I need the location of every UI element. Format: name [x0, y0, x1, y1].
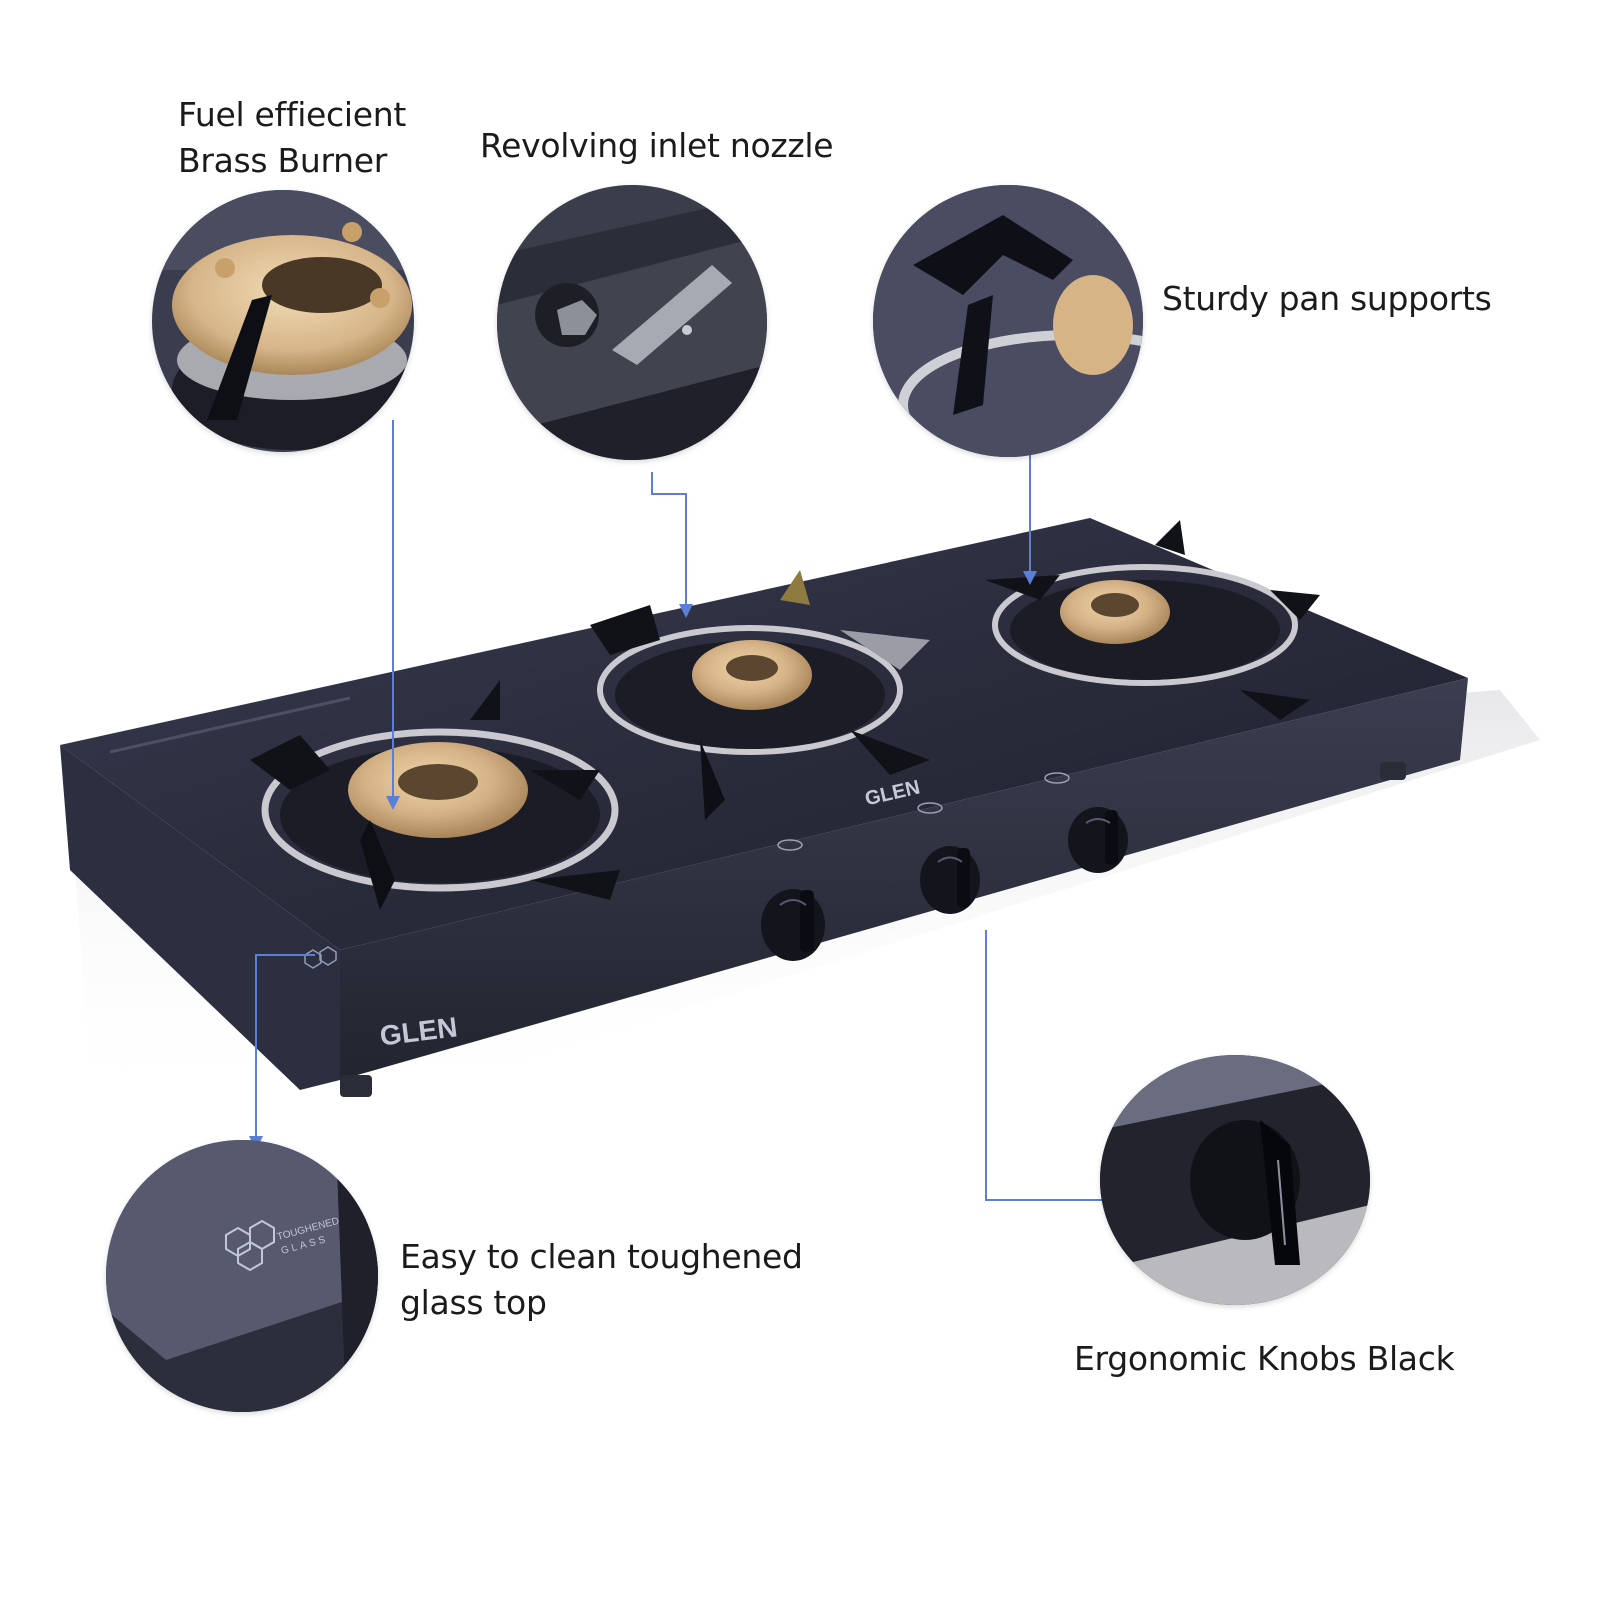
knob-right	[1068, 807, 1128, 873]
callout-lines	[255, 420, 1115, 1201]
feature-label-knobs: Ergonomic Knobs Black	[1074, 1336, 1455, 1382]
label-line: Easy to clean toughened	[400, 1237, 803, 1276]
detail-circle-toughened-glass: TOUGHENED GLASS	[106, 1140, 378, 1412]
burner-right	[985, 520, 1320, 720]
label-line: glass top	[400, 1283, 547, 1322]
detail-circle-brass-burner	[152, 190, 414, 452]
detail-circle-pan-supports	[873, 185, 1143, 457]
knob-left	[761, 889, 825, 961]
label-line: Ergonomic Knobs Black	[1074, 1339, 1455, 1378]
detail-circle-inlet-nozzle	[497, 185, 767, 460]
front-edge	[60, 745, 340, 1090]
label-line: Sturdy pan supports	[1162, 279, 1492, 318]
knob-middle	[920, 846, 980, 914]
feature-label-brass-burner: Fuel effiecient Brass Burner	[178, 92, 406, 184]
toughened-glass-badge	[304, 946, 337, 969]
burner-left	[250, 680, 620, 910]
label-line: Revolving inlet nozzle	[480, 126, 834, 165]
burner-middle	[590, 570, 930, 820]
detail-circle-knobs	[1100, 1055, 1370, 1305]
front-panel	[340, 678, 1468, 1080]
feature-label-pan-supports: Sturdy pan supports	[1162, 276, 1492, 322]
feature-label-inlet-nozzle: Revolving inlet nozzle	[480, 123, 834, 169]
label-line: Fuel effiecient	[178, 95, 407, 134]
label-line: Brass Burner	[178, 141, 388, 180]
feature-label-toughened-glass: Easy to clean toughened glass top	[400, 1234, 803, 1326]
